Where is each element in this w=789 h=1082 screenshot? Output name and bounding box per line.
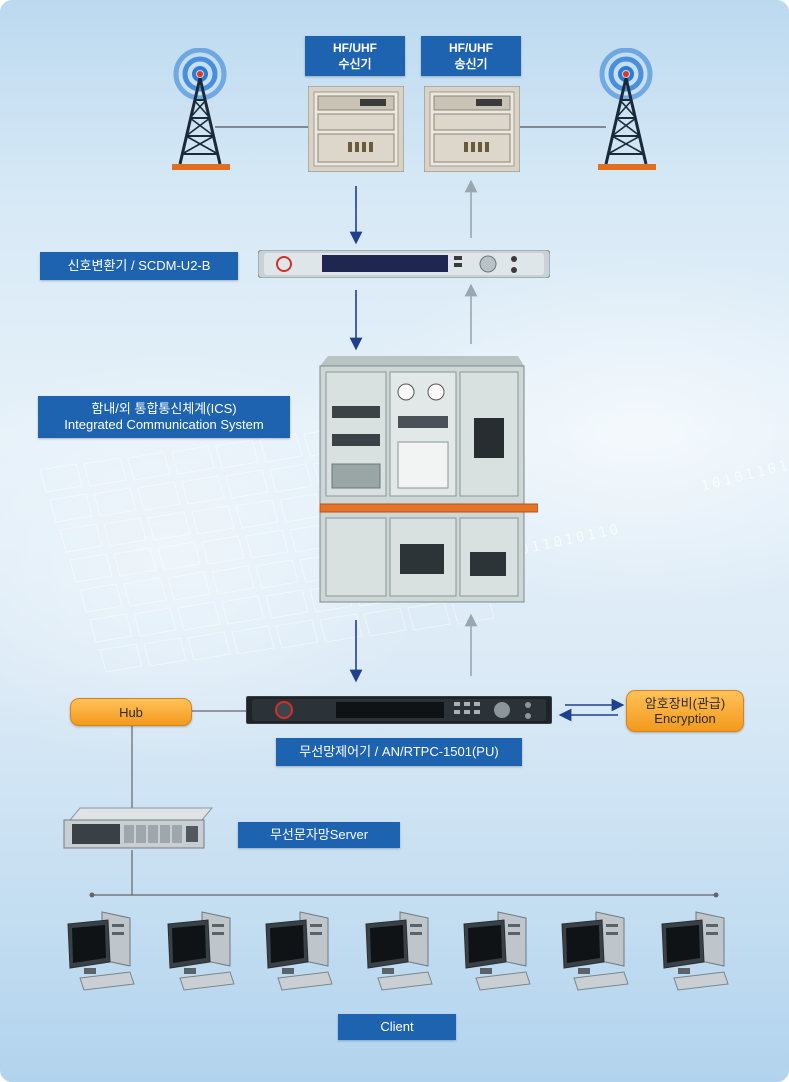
keyboard-key bbox=[231, 625, 275, 655]
keyboard-key bbox=[245, 529, 289, 559]
keyboard-key bbox=[275, 619, 319, 649]
keyboard-key bbox=[93, 487, 137, 517]
transmitter-label-line2: 송신기 bbox=[454, 57, 488, 71]
keyboard-key bbox=[221, 595, 265, 625]
client-pc-icon bbox=[67, 911, 135, 991]
ics-label-line2: Integrated Communication System bbox=[64, 417, 264, 432]
bus-end bbox=[89, 892, 95, 898]
keyboard-key bbox=[39, 463, 83, 493]
keyboard-key bbox=[255, 559, 299, 589]
transmitter-label-line1: HF/UHF bbox=[449, 41, 493, 55]
client-pc-icon bbox=[561, 911, 629, 991]
receiver-rack-icon bbox=[308, 86, 404, 172]
controller-unit-icon bbox=[246, 696, 552, 724]
keyboard-key bbox=[113, 547, 157, 577]
client-pc-icon bbox=[167, 911, 235, 991]
client-pc-icon bbox=[661, 911, 729, 991]
client-pc-icon bbox=[463, 911, 531, 991]
keyboard-key bbox=[89, 613, 133, 643]
converter-unit-icon bbox=[258, 250, 550, 278]
keyboard-key bbox=[235, 499, 279, 529]
keyboard-key bbox=[177, 601, 221, 631]
keyboard-key bbox=[103, 517, 147, 547]
keyboard-key bbox=[127, 451, 171, 481]
server-icon bbox=[63, 807, 214, 849]
ics-label: 함내/외 통합통신체계(ICS) Integrated Communicatio… bbox=[38, 396, 290, 438]
keyboard-key bbox=[143, 637, 187, 667]
keyboard-key bbox=[171, 445, 215, 475]
antenna-tower-icon bbox=[598, 48, 656, 170]
keyboard-key bbox=[407, 601, 451, 631]
receiver-label-line1: HF/UHF bbox=[333, 41, 377, 55]
keyboard-key bbox=[167, 571, 211, 601]
ics-label-line1: 함내/외 통합통신체계(ICS) bbox=[91, 401, 237, 416]
keyboard-key bbox=[69, 553, 113, 583]
client-pc-icon bbox=[265, 911, 333, 991]
keyboard-key bbox=[99, 643, 143, 673]
encryption-label-line2: Encryption bbox=[654, 711, 716, 726]
keyboard-key bbox=[363, 607, 407, 637]
encryption-label-line1: 암호장비(관급) bbox=[644, 696, 726, 711]
keyboard-key bbox=[225, 469, 269, 499]
keyboard-key bbox=[201, 535, 245, 565]
bus-end bbox=[713, 892, 719, 898]
keyboard-key bbox=[59, 523, 103, 553]
keyboard-key bbox=[157, 541, 201, 571]
receiver-label: HF/UHF 수신기 bbox=[305, 36, 405, 76]
converter-label: 신호변환기 / SCDM-U2-B bbox=[40, 252, 238, 280]
keyboard-key bbox=[137, 481, 181, 511]
server-label: 무선문자망Server bbox=[238, 822, 400, 848]
keyboard-key bbox=[49, 493, 93, 523]
keyboard-key bbox=[211, 565, 255, 595]
keyboard-key bbox=[215, 439, 259, 469]
encryption-node: 암호장비(관급) Encryption bbox=[626, 690, 744, 732]
antenna-tower-icon bbox=[172, 48, 230, 170]
controller-label: 무선망제어기 / AN/RTPC-1501(PU) bbox=[276, 738, 522, 766]
keyboard-key bbox=[147, 511, 191, 541]
keyboard-key bbox=[187, 631, 231, 661]
transmitter-rack-icon bbox=[424, 86, 520, 172]
keyboard-key bbox=[83, 457, 127, 487]
hub-node: Hub bbox=[70, 698, 192, 726]
keyboard-key bbox=[123, 577, 167, 607]
keyboard-key bbox=[269, 463, 313, 493]
receiver-label-line2: 수신기 bbox=[338, 57, 372, 71]
client-label: Client bbox=[338, 1014, 456, 1040]
keyboard-key bbox=[265, 589, 309, 619]
keyboard-key bbox=[319, 613, 363, 643]
keyboard-key bbox=[79, 583, 123, 613]
transmitter-label: HF/UHF 송신기 bbox=[421, 36, 521, 76]
keyboard-key bbox=[133, 607, 177, 637]
ics-cabinet-icon bbox=[319, 356, 538, 603]
keyboard-key bbox=[181, 475, 225, 505]
keyboard-key bbox=[191, 505, 235, 535]
client-pc-icon bbox=[365, 911, 433, 991]
